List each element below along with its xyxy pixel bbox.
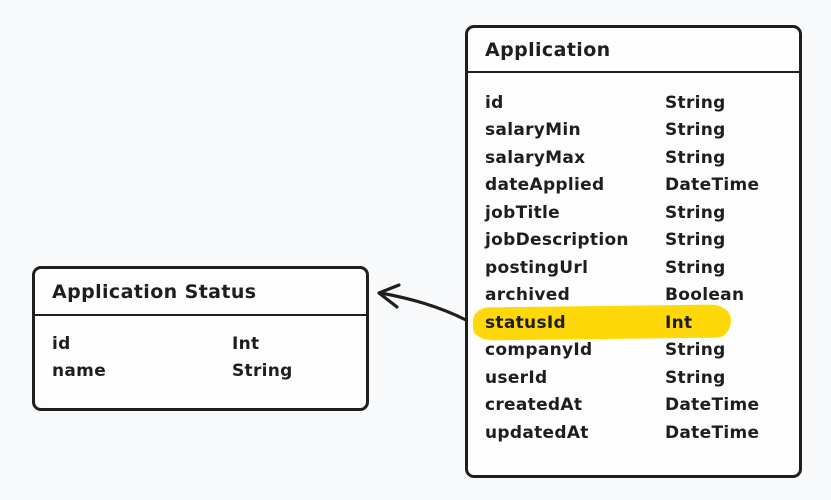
entity-fields: id String salaryMin String salaryMax Str…	[468, 73, 799, 447]
field-row-postingUrl: postingUrl String	[468, 254, 799, 282]
entity-title: Application	[485, 38, 611, 61]
field-name: dateApplied	[485, 175, 605, 196]
field-type: String	[665, 230, 726, 251]
field-name: companyId	[485, 340, 593, 361]
field-name: jobDescription	[485, 230, 629, 251]
relation-arrow-head	[377, 283, 401, 309]
field-type: String	[232, 361, 293, 382]
field-row-jobTitle: jobTitle String	[468, 199, 799, 227]
entity-fields: id Int name String	[35, 316, 366, 385]
field-row-jobDescription: jobDescription String	[468, 227, 799, 255]
field-name: userId	[485, 367, 548, 388]
field-row-salaryMin: salaryMin String	[468, 117, 799, 145]
field-name: id	[52, 333, 71, 354]
field-row-updatedAt: updatedAt DateTime	[468, 419, 799, 447]
field-row-companyId: companyId String	[468, 337, 799, 365]
field-row-id: id Int	[35, 330, 366, 358]
field-type: String	[665, 257, 726, 278]
field-row-createdAt: createdAt DateTime	[468, 392, 799, 420]
field-row-salaryMax: salaryMax String	[468, 144, 799, 172]
field-type: String	[665, 92, 726, 113]
field-row-statusId: statusId Int	[468, 304, 799, 341]
field-type: DateTime	[665, 422, 760, 443]
field-type: Boolean	[665, 285, 745, 306]
field-type: String	[665, 120, 726, 141]
entity-application: Application id String salaryMin String s…	[465, 25, 802, 478]
field-type: Int	[232, 333, 260, 354]
field-name: archived	[485, 285, 571, 306]
field-type: String	[665, 367, 726, 388]
field-row-userId: userId String	[468, 364, 799, 392]
entity-header: Application	[468, 28, 799, 73]
entity-title: Application Status	[52, 280, 257, 303]
field-type: String	[665, 202, 726, 223]
field-type: DateTime	[665, 175, 760, 196]
field-name: salaryMin	[485, 120, 581, 141]
field-name: jobTitle	[485, 202, 560, 223]
field-name: id	[485, 92, 504, 113]
field-name: updatedAt	[485, 422, 589, 443]
field-type: String	[665, 147, 726, 168]
entity-header: Application Status	[35, 269, 366, 316]
field-name: postingUrl	[485, 257, 589, 278]
field-row-dateApplied: dateApplied DateTime	[468, 172, 799, 200]
field-row-id: id String	[468, 89, 799, 117]
field-type: DateTime	[665, 395, 760, 416]
field-name: name	[52, 361, 107, 382]
field-type: String	[665, 340, 726, 361]
field-type: Int	[665, 312, 693, 333]
relation-arrow-shaft	[379, 291, 468, 322]
field-name: createdAt	[485, 395, 583, 416]
field-row-name: name String	[35, 358, 366, 386]
field-name: statusId	[485, 312, 566, 333]
entity-application-status: Application Status id Int name String	[32, 266, 369, 411]
field-row-archived: archived Boolean	[468, 282, 799, 310]
field-name: salaryMax	[485, 147, 586, 168]
